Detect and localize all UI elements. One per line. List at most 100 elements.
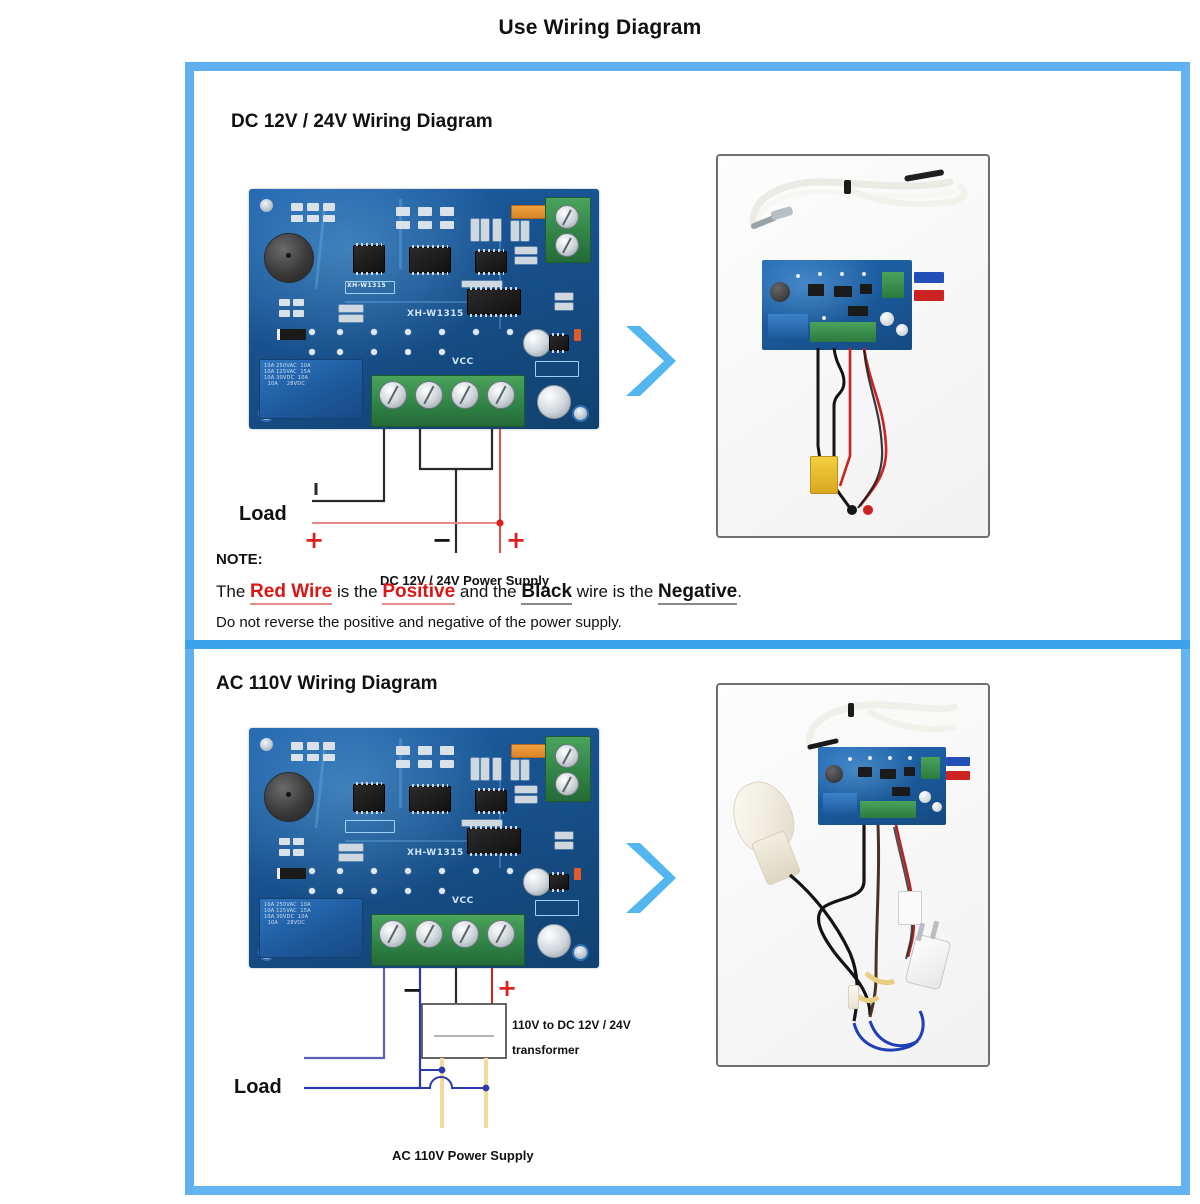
mini-terminal-main bbox=[810, 322, 876, 342]
mount-hole bbox=[572, 944, 589, 961]
connector-blue-photo bbox=[946, 757, 970, 766]
solder-pad bbox=[371, 888, 377, 894]
mini-relay bbox=[768, 314, 808, 338]
sign-dc-minus-ac: − bbox=[402, 976, 423, 1004]
terminal-screw-1 bbox=[379, 920, 407, 948]
smd-component bbox=[279, 299, 290, 306]
pcb-board-dc: XH-W1315 XH-W1315 VCC bbox=[249, 189, 599, 429]
solder-pad bbox=[371, 329, 377, 335]
smd-component bbox=[440, 207, 454, 216]
photo-wires-dc bbox=[816, 347, 888, 515]
mini-pad bbox=[848, 757, 852, 761]
mini-pad bbox=[818, 272, 822, 276]
label-transformer-line1: 110V to DC 12V / 24V bbox=[512, 1018, 631, 1032]
silk-text-model: XH-W1315 bbox=[407, 309, 464, 319]
resistor-array bbox=[555, 303, 573, 310]
mini-board-photo-ac bbox=[818, 747, 946, 825]
mini-relay bbox=[823, 793, 857, 814]
silk-box bbox=[345, 281, 395, 294]
smd-component bbox=[440, 746, 454, 755]
smd-component bbox=[307, 742, 319, 750]
resistor-array bbox=[471, 758, 479, 780]
terminal-screw bbox=[555, 744, 579, 768]
ic-chip bbox=[353, 243, 385, 275]
mini-pad bbox=[840, 272, 844, 276]
label-transformer-line2: transformer bbox=[512, 1043, 580, 1057]
mini-ic bbox=[892, 787, 910, 796]
resistor-array bbox=[521, 221, 529, 241]
terminal-screw-1 bbox=[379, 381, 407, 409]
smd-component bbox=[291, 742, 303, 750]
note-black: Black bbox=[521, 581, 573, 605]
smd-component bbox=[293, 838, 304, 845]
smd-component bbox=[293, 310, 304, 317]
smd-component bbox=[307, 203, 319, 211]
note-line-1: The Red Wire is the Positive and the Bla… bbox=[216, 581, 1076, 605]
mini-ic bbox=[860, 284, 872, 294]
solder-pad bbox=[507, 329, 513, 335]
connector-red-photo bbox=[914, 290, 944, 301]
silk-box bbox=[535, 900, 579, 916]
note-negative: Negative bbox=[658, 581, 738, 605]
solder-pad bbox=[405, 868, 411, 874]
wiring-lines-dc bbox=[312, 429, 504, 553]
note-text-p4: wire is the bbox=[572, 582, 659, 601]
mini-pad bbox=[888, 756, 892, 760]
temperature-probe-photo bbox=[749, 169, 968, 231]
terminal-screw-3 bbox=[451, 381, 479, 409]
solder-pad bbox=[473, 329, 479, 335]
label-load-ac: Load bbox=[234, 1076, 282, 1098]
wiring-lines-ac bbox=[304, 968, 507, 1128]
mini-ic bbox=[880, 769, 896, 779]
mini-terminal-probe bbox=[921, 757, 940, 779]
silk-text-model: XH-W1315 bbox=[407, 848, 464, 858]
smd-component bbox=[279, 838, 290, 845]
terminal-screw bbox=[555, 233, 579, 257]
smd-component bbox=[293, 299, 304, 306]
ic-chip bbox=[409, 245, 451, 275]
led-indicator bbox=[574, 329, 581, 341]
solder-pad bbox=[337, 349, 343, 355]
chevron-right-icon bbox=[626, 843, 676, 913]
ic-chip bbox=[475, 788, 507, 814]
mini-ic bbox=[834, 286, 852, 297]
smd-component bbox=[396, 221, 410, 229]
mini-capacitor bbox=[919, 791, 931, 803]
solder-pad bbox=[309, 888, 315, 894]
ic-chip bbox=[467, 826, 521, 856]
sign-supply-minus-dc: − bbox=[432, 526, 453, 554]
terminal-screw bbox=[555, 205, 579, 229]
resistor-array bbox=[511, 221, 519, 241]
note-heading: NOTE: bbox=[216, 551, 263, 568]
page-title: Use Wiring Diagram bbox=[498, 16, 702, 39]
mini-ic bbox=[904, 767, 915, 776]
mini-terminal-main bbox=[860, 801, 916, 818]
mount-hole bbox=[258, 197, 275, 214]
sign-dc-plus-ac: + bbox=[497, 974, 518, 1002]
resistor-array bbox=[339, 315, 363, 322]
resistor-array bbox=[339, 305, 363, 312]
silk-text-vcc: VCC bbox=[452, 357, 474, 367]
section-title-dc: DC 12V / 24V Wiring Diagram bbox=[231, 111, 493, 132]
solder-pad bbox=[309, 349, 315, 355]
resistor-array bbox=[555, 832, 573, 839]
mini-buzzer bbox=[825, 765, 843, 783]
solder-pad bbox=[507, 868, 513, 874]
mini-capacitor bbox=[932, 802, 942, 812]
smd-component bbox=[293, 849, 304, 856]
solder-pad bbox=[337, 868, 343, 874]
pcb-board-ac: XH-W1315 VCC 1 bbox=[249, 728, 599, 968]
smd-component bbox=[396, 760, 410, 768]
pcb-trace bbox=[399, 199, 402, 269]
section-ac-wiring: AC 110V Wiring Diagram bbox=[194, 658, 1199, 1204]
smd-component bbox=[418, 746, 432, 755]
mini-pad bbox=[822, 316, 826, 320]
note-text-p3: and the bbox=[455, 582, 522, 601]
smd-component bbox=[307, 215, 319, 222]
fuse-holder-photo bbox=[810, 456, 838, 494]
smd-component bbox=[279, 310, 290, 317]
note-red-wire: Red Wire bbox=[250, 581, 333, 605]
smd-component bbox=[323, 215, 335, 222]
smd-component bbox=[279, 849, 290, 856]
resistor-array bbox=[555, 293, 573, 300]
